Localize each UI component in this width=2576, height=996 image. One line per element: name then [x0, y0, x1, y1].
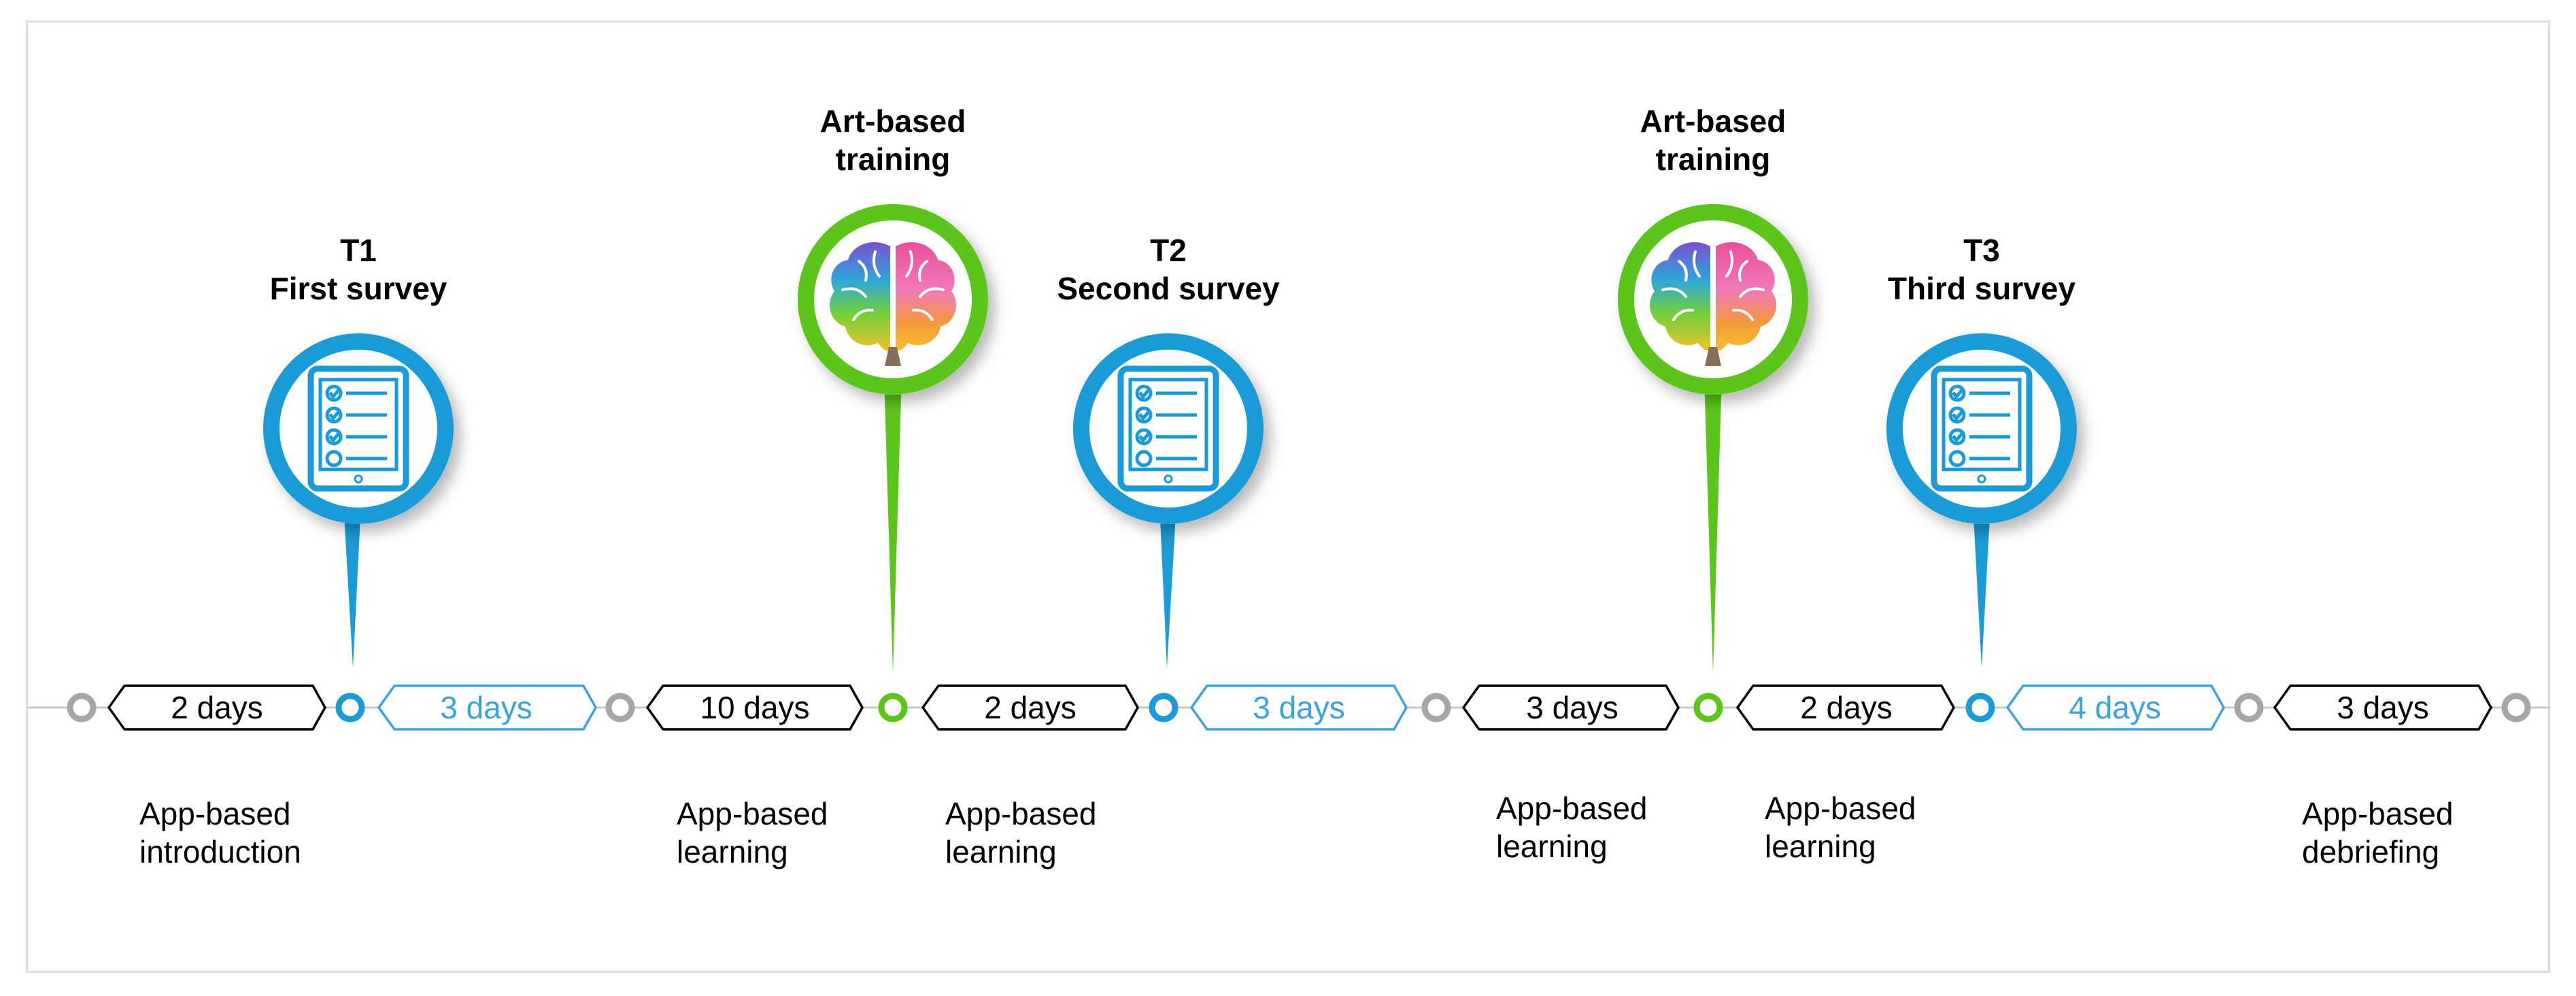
- art1-title: Art-based training: [791, 102, 995, 178]
- activity-line: App-based: [2302, 796, 2454, 831]
- art1-label: Art-based: [819, 103, 966, 139]
- activity-line: learning: [1496, 829, 1608, 864]
- interval-4days-after-t3: 4 days: [2005, 684, 2226, 731]
- interval-3days-before-art2: 3 days: [1461, 684, 1680, 731]
- interval-10days: 10 days: [645, 684, 864, 731]
- art-training-2-pin: [1618, 204, 1808, 674]
- activity-line: App-based: [1496, 791, 1648, 826]
- interval-label: 3 days: [2337, 690, 2429, 725]
- art-training-1-pin: [798, 204, 988, 674]
- interval-label: 2 days: [1800, 690, 1893, 725]
- art2-description: training: [1655, 142, 1771, 177]
- diagram-frame: [26, 20, 2550, 973]
- t1-label: T1: [340, 233, 377, 268]
- activity-learning-1: App-based learning: [677, 795, 828, 871]
- interval-label: 3 days: [1526, 690, 1619, 725]
- t2-label: T2: [1150, 233, 1187, 268]
- activity-learning-4: App-based learning: [1765, 789, 1916, 865]
- t3-survey-pin: [1886, 333, 2077, 668]
- activity-line: learning: [1765, 829, 1876, 864]
- t1-survey-pin: [263, 333, 454, 668]
- survey-node-t2: [1149, 693, 1179, 723]
- t2-title: T2 Second survey: [1046, 231, 1291, 308]
- interval-label: 3 days: [1253, 690, 1345, 725]
- training-node-2: [1693, 693, 1723, 723]
- activity-line: debriefing: [2302, 834, 2440, 869]
- t2-description: Second survey: [1057, 271, 1280, 306]
- survey-node-t1: [335, 693, 365, 723]
- interval-label: 3 days: [440, 690, 532, 725]
- art1-description: training: [835, 142, 951, 177]
- activity-line: App-based: [945, 796, 1097, 831]
- activity-learning-2: App-based learning: [945, 795, 1097, 871]
- interval-2days-after-art1: 2 days: [921, 684, 1140, 731]
- activity-line: learning: [677, 834, 788, 869]
- break-node: [67, 693, 97, 723]
- t2-survey-pin: [1073, 333, 1264, 668]
- training-node-1: [878, 693, 908, 723]
- art2-title: Art-based training: [1611, 102, 1815, 178]
- break-node: [1421, 693, 1451, 723]
- activity-line: App-based: [1765, 791, 1916, 826]
- activity-line: App-based: [677, 796, 828, 831]
- activity-learning-3: App-based learning: [1496, 789, 1648, 865]
- interval-3days-debrief: 3 days: [2273, 684, 2493, 731]
- survey-node-t3: [1965, 693, 1995, 723]
- t3-label: T3: [1963, 233, 2000, 268]
- break-node: [605, 693, 635, 723]
- activity-debriefing: App-based debriefing: [2302, 795, 2454, 871]
- interval-2days-intro: 2 days: [107, 684, 327, 731]
- activity-line: learning: [945, 834, 1057, 869]
- interval-3days-after-t1: 3 days: [377, 684, 598, 731]
- interval-label: 2 days: [984, 690, 1077, 725]
- activity-introduction: App-based introduction: [139, 795, 301, 871]
- activity-line: App-based: [139, 796, 291, 831]
- interval-label: 2 days: [171, 690, 263, 725]
- interval-label: 10 days: [700, 690, 809, 725]
- interval-3days-after-t2: 3 days: [1189, 684, 1408, 731]
- break-node: [2501, 693, 2531, 723]
- activity-line: introduction: [139, 834, 301, 869]
- interval-2days-after-art2: 2 days: [1735, 684, 1956, 731]
- interval-label: 4 days: [2069, 690, 2161, 725]
- art2-label: Art-based: [1640, 103, 1786, 139]
- t3-description: Third survey: [1887, 271, 2076, 306]
- break-node: [2234, 693, 2264, 723]
- t3-title: T3 Third survey: [1873, 231, 2090, 308]
- t1-description: First survey: [269, 271, 447, 306]
- t1-title: T1 First survey: [256, 231, 460, 308]
